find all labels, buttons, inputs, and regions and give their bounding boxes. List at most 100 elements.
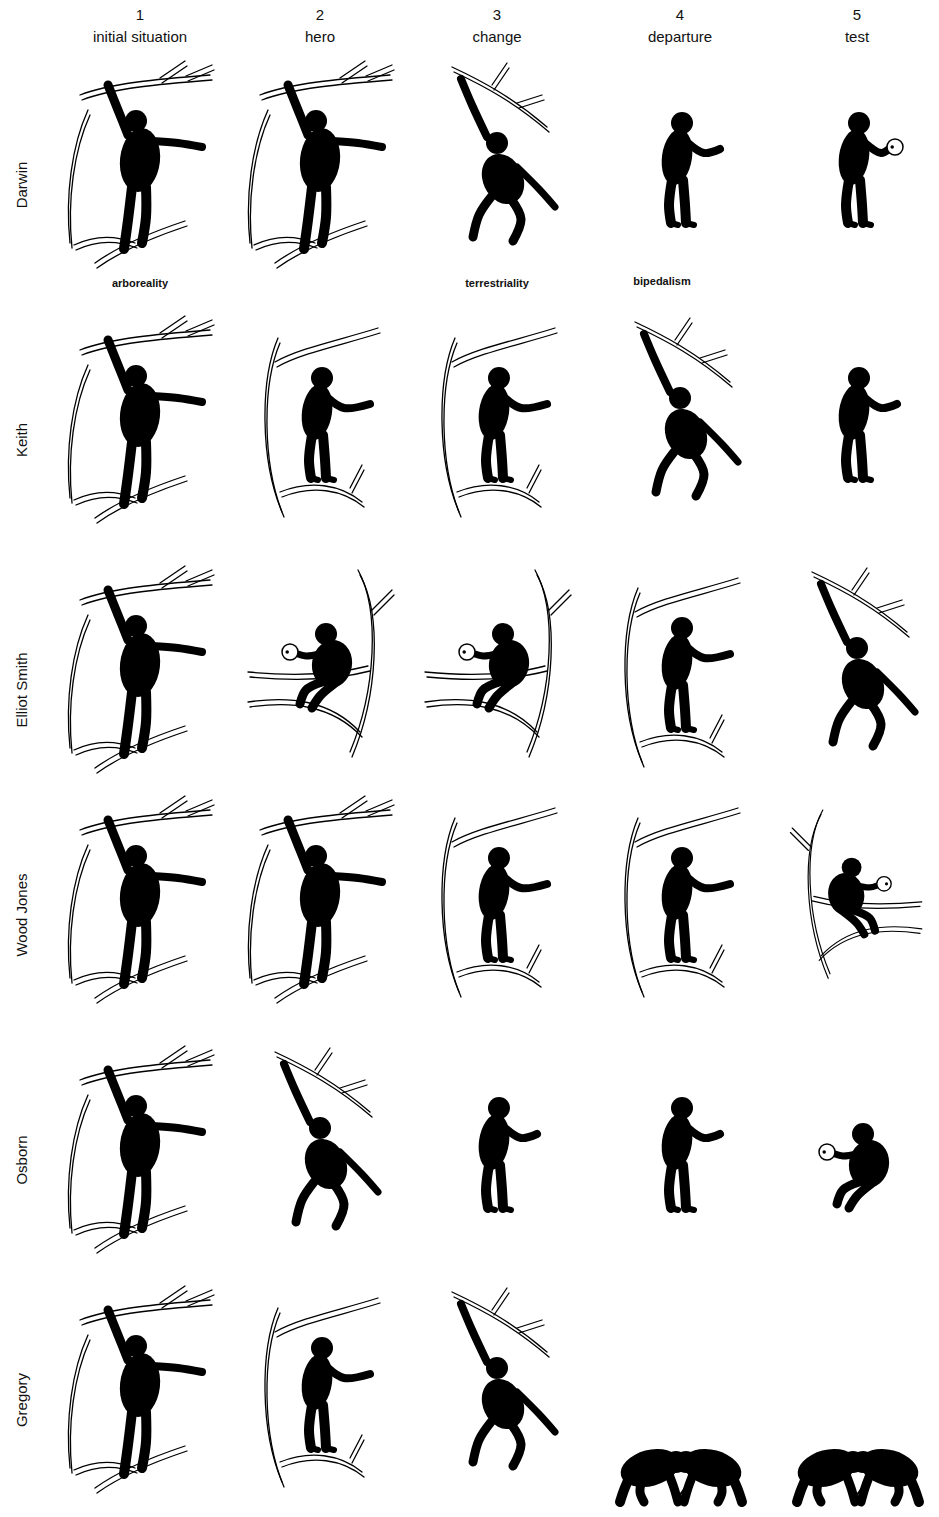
limb [871,704,881,746]
limb [503,1208,511,1210]
limb [669,685,672,728]
limb [124,1172,132,1234]
body [298,1352,336,1412]
branch [80,1060,210,1080]
branch [188,1295,214,1306]
limb [860,435,863,478]
branch [186,570,212,581]
branch [812,901,920,909]
limb [797,1476,807,1502]
column-heading: departure [648,29,712,46]
body [658,127,696,187]
column-number: 3 [493,7,501,24]
limb [473,197,491,237]
column-heading: initial situation [93,29,187,46]
branch [80,330,210,350]
limb [517,1392,555,1432]
branch [454,813,557,847]
limb [323,435,326,478]
branch [712,950,724,973]
branch [70,850,90,983]
limb [108,1310,128,1360]
limb [671,958,678,960]
limb [833,702,851,742]
limb [732,1476,742,1502]
figure [658,112,720,225]
branch [635,808,738,842]
figure [812,568,915,746]
branch [677,323,692,345]
limb [311,1448,318,1450]
limb [142,187,146,243]
column-number: 1 [136,7,144,24]
limb [152,141,202,147]
branch [188,325,214,336]
limb [489,684,511,708]
branch [454,333,557,367]
branch [368,805,394,816]
figure [475,1097,537,1210]
limb [334,1184,344,1226]
branch [366,800,392,811]
branch [374,595,394,615]
branch [250,115,270,248]
row-label: Osborn [14,1135,31,1184]
branch [248,110,268,243]
limb [877,672,915,712]
branch [352,1440,364,1463]
figure [819,1123,893,1208]
limb [671,1208,678,1210]
branch [366,65,392,76]
branch [186,320,212,331]
skull-eye [885,882,888,885]
branch [250,850,270,983]
branch [188,575,214,586]
limb [640,1480,644,1502]
figure [835,112,903,225]
body [658,862,696,922]
limb [488,958,495,960]
limb [863,223,871,225]
figure [793,1443,922,1502]
limb [517,167,555,207]
figure [635,318,738,496]
branch [494,1293,509,1315]
column-heading: test [845,29,869,46]
limb [503,958,511,960]
skull [282,644,298,660]
branch [68,365,88,498]
branch [68,845,88,978]
limb [865,143,889,153]
body [298,382,336,442]
branch [162,571,187,588]
limb [669,915,672,958]
limb [152,1366,202,1372]
branch [702,355,727,363]
figure [442,808,557,997]
limb [688,878,730,888]
body [475,382,513,442]
limb [848,223,855,225]
figure [616,1443,745,1502]
branch [277,333,380,367]
skull-eye [285,650,289,654]
limb [686,223,694,225]
limb [853,1484,865,1500]
limb [142,1172,146,1228]
limb [124,187,132,249]
limb [686,728,694,730]
branch [186,1050,212,1061]
limb [473,1422,491,1462]
skull-eye [462,650,466,654]
figure [68,61,214,268]
limb [488,478,495,480]
figure [625,578,740,767]
limb [845,1472,855,1502]
branch [188,1055,214,1066]
column-number: 4 [676,7,684,24]
limb [848,478,855,480]
figure [835,367,897,480]
limb [124,922,132,984]
limb [671,223,678,225]
